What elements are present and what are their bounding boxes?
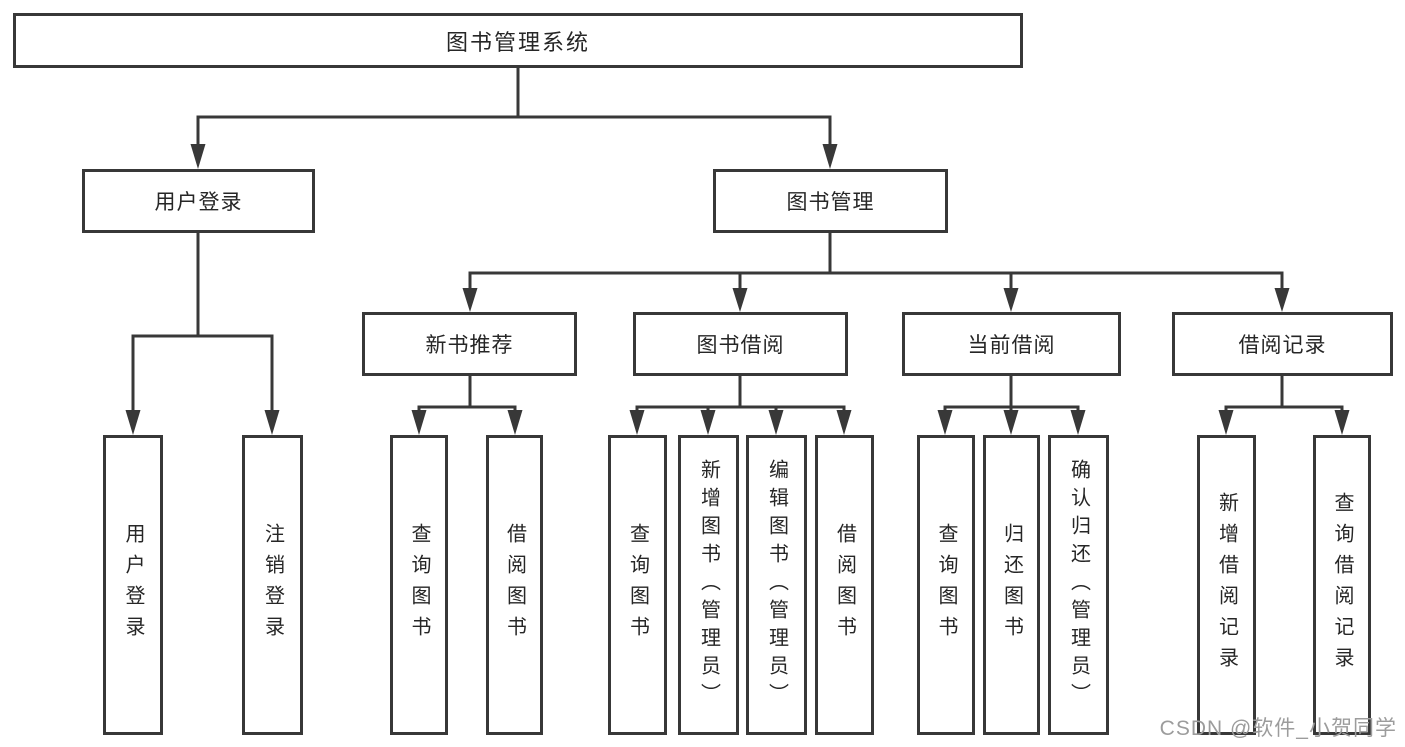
csdn-watermark: CSDN @软件_小贺同学 bbox=[1159, 717, 1397, 740]
leaf-query-books-borrow-label: 查询图书 bbox=[626, 523, 649, 647]
node-borrow-records-label: 借阅记录 bbox=[1238, 334, 1327, 357]
node-book-management-label: 图书管理 bbox=[786, 191, 875, 214]
leaf-borrow-books-recommend-label: 借阅图书 bbox=[503, 523, 526, 647]
connector-borrow-records-to-leaves bbox=[1224, 376, 1344, 412]
leaf-confirm-return-admin: 确认归还（管理员） bbox=[1048, 435, 1109, 735]
node-user-login-label: 用户登录 bbox=[154, 191, 243, 214]
connector-user-login-to-leaves bbox=[131, 233, 274, 412]
leaf-add-books-admin-label: 新增图书（管理员） bbox=[697, 459, 720, 711]
leaf-add-borrow-record-label: 新增借阅记录 bbox=[1215, 492, 1238, 678]
leaf-add-borrow-record: 新增借阅记录 bbox=[1197, 435, 1256, 735]
leaf-add-books-admin: 新增图书（管理员） bbox=[678, 435, 739, 735]
leaf-borrow-books-recommend: 借阅图书 bbox=[486, 435, 543, 735]
leaf-query-borrow-record-label: 查询借阅记录 bbox=[1331, 492, 1353, 678]
node-new-book-recommend: 新书推荐 bbox=[362, 312, 577, 376]
node-current-borrow-label: 当前借阅 bbox=[967, 334, 1056, 357]
leaf-query-books-recommend-label: 查询图书 bbox=[408, 523, 430, 647]
node-borrow-records: 借阅记录 bbox=[1172, 312, 1393, 376]
leaf-query-books-current-label: 查询图书 bbox=[935, 523, 957, 647]
leaf-edit-books-admin-label: 编辑图书（管理员） bbox=[765, 459, 788, 711]
leaf-confirm-return-admin-label: 确认归还（管理员） bbox=[1067, 459, 1090, 711]
connector-current-borrow-to-leaves bbox=[943, 376, 1080, 412]
leaf-logout-label: 注销登录 bbox=[261, 523, 284, 647]
leaf-user-login: 用户登录 bbox=[103, 435, 163, 735]
leaf-return-books: 归还图书 bbox=[983, 435, 1040, 735]
connector-new-book-to-leaves bbox=[417, 376, 517, 412]
connector-book-borrow-to-leaves bbox=[635, 376, 846, 412]
leaf-query-books-borrow: 查询图书 bbox=[608, 435, 667, 735]
root-node-label: 图书管理系统 bbox=[445, 29, 590, 55]
leaf-query-books-current: 查询图书 bbox=[917, 435, 975, 735]
leaf-edit-books-admin: 编辑图书（管理员） bbox=[746, 435, 807, 735]
leaf-borrow-books-label: 借阅图书 bbox=[833, 523, 856, 647]
connector-book-management-to-level3 bbox=[468, 233, 1284, 289]
leaf-user-login-label: 用户登录 bbox=[122, 523, 144, 647]
leaf-query-borrow-record: 查询借阅记录 bbox=[1313, 435, 1371, 735]
node-book-borrow-label: 图书借阅 bbox=[696, 334, 785, 357]
leaf-borrow-books: 借阅图书 bbox=[815, 435, 874, 735]
connector-root-to-level2 bbox=[196, 68, 832, 146]
node-book-borrow: 图书借阅 bbox=[633, 312, 848, 376]
leaf-return-books-label: 归还图书 bbox=[1000, 523, 1023, 647]
node-current-borrow: 当前借阅 bbox=[902, 312, 1121, 376]
node-user-login: 用户登录 bbox=[82, 169, 315, 233]
leaf-query-books-recommend: 查询图书 bbox=[390, 435, 448, 735]
arrowheads bbox=[125, 144, 1350, 435]
leaf-logout: 注销登录 bbox=[242, 435, 303, 735]
root-node-library-system: 图书管理系统 bbox=[13, 13, 1023, 68]
node-book-management: 图书管理 bbox=[713, 169, 948, 233]
node-new-book-recommend-label: 新书推荐 bbox=[425, 334, 514, 357]
